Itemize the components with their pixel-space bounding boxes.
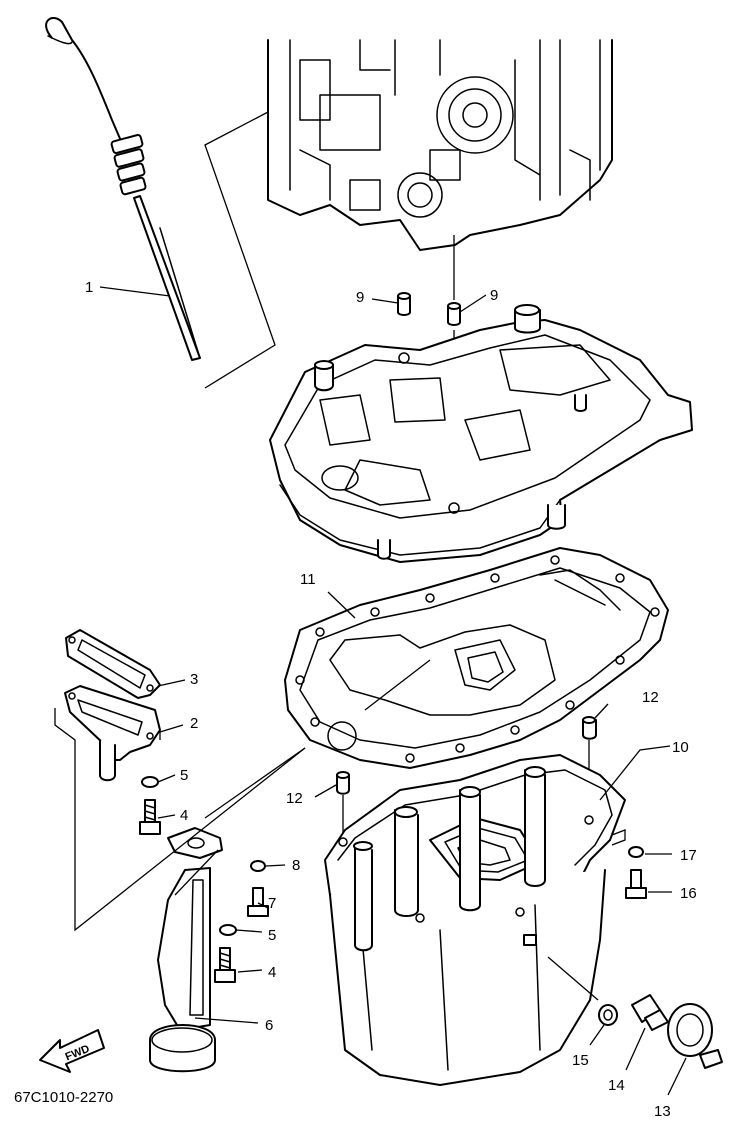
callout-5-lower: 5 [268,927,276,944]
exhaust-guide-plate [269,304,693,563]
callout-9-left: 9 [356,289,364,306]
diagram-code: 67C1010-2270 [14,1089,113,1106]
dowel-pin-right [447,302,461,326]
collar-left [336,771,350,795]
collar-right [582,716,597,740]
callout-9-right: 9 [490,287,498,304]
washer-lower [219,924,237,936]
bolt-7 [247,887,269,917]
drain-bolt [631,994,669,1031]
callout-16: 16 [680,885,697,902]
callout-15: 15 [572,1052,589,1069]
washer-upper [141,776,159,788]
callout-4-upper: 4 [180,807,188,824]
callout-11: 11 [300,571,316,588]
dowel-pin-left [397,292,411,316]
engine-block-illustration [267,39,613,251]
callout-1: 1 [85,279,93,296]
gasket [284,547,669,769]
bolt-lower [214,947,236,983]
oil-pan [324,754,626,1086]
callout-numbers: 1 9 9 11 3 2 5 4 12 10 12 8 17 16 7 5 4 … [85,279,697,1120]
exhaust-spacer [64,685,161,782]
dipstick-bracket-line [204,111,276,389]
washer-17 [628,846,644,858]
dipstick [45,17,201,361]
callout-14: 14 [608,1077,625,1094]
callout-10: 10 [672,739,689,756]
forward-arrow-icon [39,1029,105,1073]
callout-7: 7 [268,895,276,912]
callout-3: 3 [190,671,198,688]
callout-13: 13 [654,1103,671,1120]
exhaust-pipe [149,827,223,1073]
callout-5-upper: 5 [180,767,188,784]
leader-lines [54,286,687,1096]
drain-washer [598,1004,618,1026]
callout-2: 2 [190,715,198,732]
washer-8 [250,860,266,872]
bolt-16 [625,869,647,899]
callout-6: 6 [265,1017,273,1034]
callout-4-lower: 4 [268,964,276,981]
callout-12-left: 12 [286,790,303,807]
drain-cap [667,1003,723,1069]
callout-17: 17 [680,847,697,864]
small-gasket [65,629,161,699]
bolt-upper [139,799,161,835]
callout-8: 8 [292,857,300,874]
callout-12-right: 12 [642,689,659,706]
